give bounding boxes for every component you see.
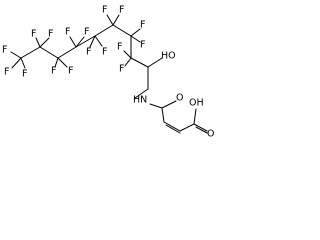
fluorine-label: F <box>48 29 53 40</box>
bond <box>112 24 132 37</box>
bond <box>130 28 141 37</box>
fluorine-label: F <box>31 29 36 40</box>
bond <box>89 35 96 48</box>
bond <box>124 57 132 67</box>
fluorine-label: F <box>84 27 89 38</box>
fluorine-label: F <box>119 5 124 16</box>
bond <box>195 126 208 134</box>
fluorine-label: F <box>119 64 124 75</box>
fluorine-label: F <box>117 42 122 53</box>
bond <box>75 35 96 48</box>
bond <box>112 14 120 26</box>
bond <box>147 57 163 68</box>
bond <box>57 46 77 59</box>
bond <box>134 88 149 99</box>
fluorine-label: F <box>51 66 56 77</box>
bond <box>35 37 41 48</box>
bond <box>69 36 77 48</box>
chemical-structure-diagram: F F F F F F F F F F F F F F F F F HO HN … <box>2 5 214 140</box>
bond <box>54 57 59 68</box>
bond <box>94 35 103 47</box>
amine-label: HN <box>133 95 147 106</box>
fluorine-label: F <box>4 67 9 78</box>
bond <box>11 57 22 69</box>
bond <box>161 100 177 109</box>
bond <box>130 35 141 43</box>
bond <box>75 36 85 48</box>
fluorine-label: F <box>102 47 107 58</box>
bond <box>161 107 165 123</box>
acid-oxygen-label: O <box>207 129 214 140</box>
fluorine-label: F <box>102 5 107 16</box>
fluorine-bonds <box>10 14 141 69</box>
bond <box>130 57 149 68</box>
atom-labels: F F F F F F F F F F F F F F F F F HO HN … <box>2 5 214 140</box>
bond <box>39 37 50 48</box>
acid-hydroxyl-label: OH <box>189 98 204 109</box>
hydroxyl-label: HO <box>161 51 176 62</box>
bond <box>165 124 181 134</box>
fluorine-label: F <box>65 27 70 38</box>
fluorine-label: F <box>2 45 7 56</box>
bond <box>179 123 195 132</box>
fluorine-label: F <box>68 66 73 77</box>
bond <box>123 50 132 59</box>
bond <box>20 46 41 59</box>
bond <box>94 24 114 37</box>
fluorine-label: F <box>86 47 91 58</box>
bond <box>57 57 68 68</box>
bond <box>193 123 208 132</box>
carbon-backbone <box>20 24 208 134</box>
fluorine-label: F <box>140 40 145 51</box>
bond <box>106 14 114 26</box>
bond <box>39 46 59 59</box>
fluorine-label: F <box>140 20 145 31</box>
bond <box>163 121 181 132</box>
bond <box>193 108 197 125</box>
bond <box>149 103 163 109</box>
fluorine-label: F <box>22 69 27 80</box>
bond <box>20 57 26 69</box>
amide-oxygen-label: O <box>176 93 183 104</box>
bond <box>10 51 22 59</box>
